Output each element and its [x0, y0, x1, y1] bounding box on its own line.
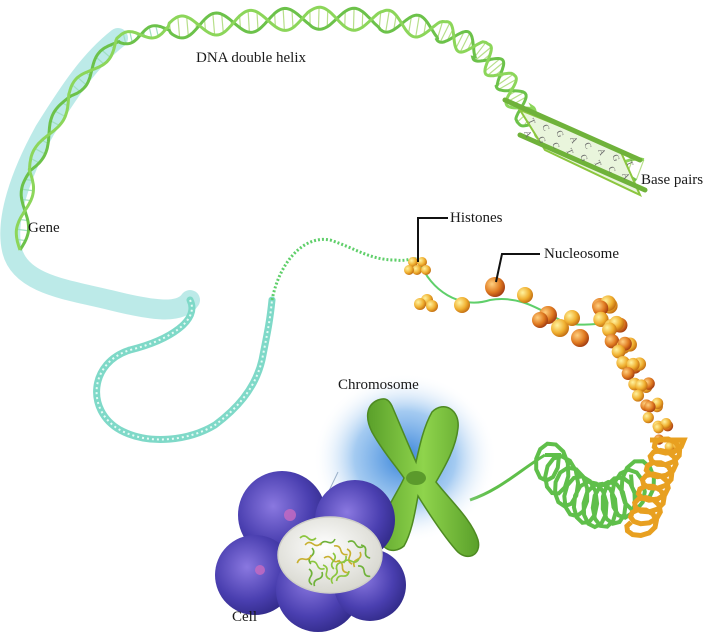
label-histones: Histones: [450, 211, 503, 226]
label-cell: Cell: [232, 610, 257, 625]
label-base-pairs: Base pairs: [641, 173, 703, 188]
histones-leader: [418, 218, 448, 262]
gene-highlight-band: [10, 38, 190, 309]
label-chromosome: Chromosome: [338, 378, 419, 393]
label-gene: Gene: [28, 221, 60, 236]
dna-strand-lower: [97, 300, 272, 439]
chromatin-coil: [470, 439, 684, 536]
dna-strand-thin: [272, 239, 420, 300]
label-nucleosome: Nucleosome: [544, 247, 619, 262]
label-dna-double-helix: DNA double helix: [196, 51, 306, 66]
nucleosome-leader: [496, 254, 540, 282]
cell-icon: [215, 471, 406, 632]
